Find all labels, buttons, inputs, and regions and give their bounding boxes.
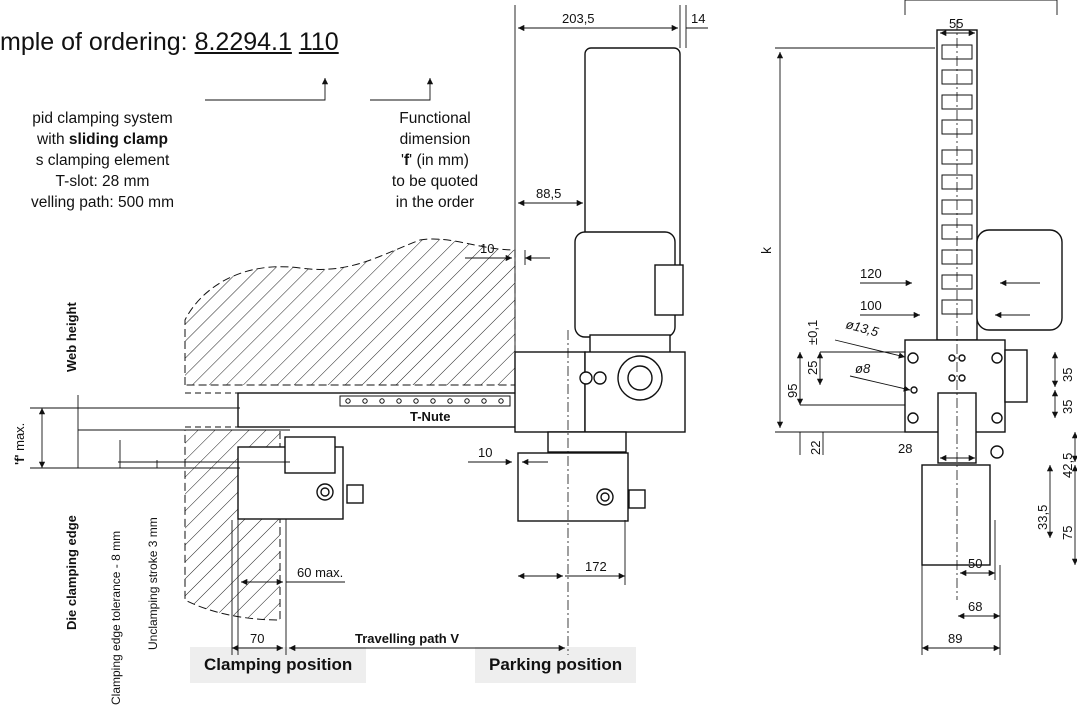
dim-89: 89 bbox=[948, 631, 962, 646]
left-desc-line1: pid clamping system bbox=[32, 110, 173, 127]
dim-68: 68 bbox=[968, 599, 982, 614]
dim-172: 172 bbox=[585, 559, 607, 574]
dim-33-5: 33,5 bbox=[1035, 505, 1050, 530]
dim-120: 120 bbox=[860, 266, 882, 281]
dim-88-5: 88,5 bbox=[536, 186, 561, 201]
dim-lines-right bbox=[775, 0, 1077, 655]
right-desc-line2: dimension bbox=[399, 131, 471, 148]
dim-70: 70 bbox=[250, 631, 264, 646]
right-desc-line3-bold: f bbox=[404, 152, 410, 169]
left-desc-line3: s clamping element bbox=[35, 152, 170, 169]
dim-35b: 35 bbox=[1060, 400, 1075, 414]
dim-8: ø8 bbox=[855, 361, 871, 376]
title-leaders bbox=[205, 78, 434, 101]
dim-95: 95 bbox=[785, 384, 800, 398]
title-code: 8.2294.1 bbox=[194, 28, 292, 56]
f-max-label: 'f' max. bbox=[12, 423, 27, 465]
dim-10-top: 10 bbox=[480, 241, 494, 256]
dim-75: 75 bbox=[1060, 526, 1075, 540]
title-suffix: 110 bbox=[298, 28, 339, 56]
travelling-path-label: Travelling path V bbox=[355, 631, 459, 646]
right-desc-line3-prefix: ' bbox=[401, 152, 404, 169]
dim-203-5: 203,5 bbox=[562, 11, 595, 26]
dim-22: 22 bbox=[808, 441, 823, 455]
right-desc-line5: in the order bbox=[395, 194, 475, 211]
f-max-bold: 'f' bbox=[12, 454, 27, 465]
motor-unit bbox=[514, 47, 686, 522]
left-description: pid clamping system with sliding clamp s… bbox=[0, 108, 205, 213]
right-desc-line1: Functional bbox=[399, 110, 471, 127]
dim-28: 28 bbox=[898, 441, 912, 456]
web-height-label: Web height bbox=[64, 302, 79, 372]
right-desc-line3: 'f' (in mm) bbox=[365, 150, 505, 171]
left-desc-line2: with sliding clamp bbox=[0, 129, 205, 150]
dim-13-5: ø13,5 bbox=[844, 316, 881, 339]
die-clamping-edge-label: Die clamping edge bbox=[64, 515, 79, 630]
dim-10-bottom: 10 bbox=[478, 445, 492, 460]
clamp-element-left bbox=[237, 436, 364, 520]
unclamping-stroke-label: Unclamping stroke 3 mm bbox=[146, 517, 160, 650]
parking-position-label: Parking position bbox=[475, 647, 637, 683]
f-max-suffix: max. bbox=[12, 423, 27, 455]
dim-100: 100 bbox=[860, 298, 882, 313]
dim-14: 14 bbox=[691, 11, 705, 26]
dim-50: 50 bbox=[968, 556, 982, 571]
right-description: Functional dimension 'f' (in mm) to be q… bbox=[365, 108, 505, 213]
dim-lines-left bbox=[30, 395, 565, 655]
right-desc-line4: to be quoted bbox=[391, 173, 479, 190]
left-desc-line5: velling path: 500 mm bbox=[30, 194, 175, 211]
die-hatched-area bbox=[184, 238, 516, 621]
title-prefix: mple of ordering: bbox=[0, 28, 188, 56]
clamping-position-label: Clamping position bbox=[190, 647, 367, 683]
dim-lines-middle bbox=[465, 5, 708, 655]
dim-25: 25 bbox=[805, 361, 820, 375]
t-nute-label: T-Nute bbox=[410, 409, 450, 424]
dim-35a: 35 bbox=[1060, 368, 1075, 382]
dim-60-max: 60 max. bbox=[297, 565, 343, 580]
dim-k: k bbox=[758, 246, 774, 254]
left-desc-line2-bold: sliding clamp bbox=[68, 131, 168, 148]
left-desc-line4: T-slot: 28 mm bbox=[55, 173, 150, 190]
left-desc-line2-prefix: with bbox=[37, 131, 69, 148]
side-view bbox=[904, 20, 1063, 600]
dim-42-5: 42,5 bbox=[1060, 453, 1075, 478]
dim-tolerance: ±0,1 bbox=[805, 320, 820, 345]
page-title: mple of ordering: 8.2294.1 110 bbox=[0, 28, 339, 57]
dim-55: 55 bbox=[949, 16, 963, 31]
t-slot-chain bbox=[185, 392, 524, 428]
right-desc-line3-suffix: ' (in mm) bbox=[409, 152, 469, 169]
clamping-tolerance-label: Clamping edge tolerance - 8 mm bbox=[109, 531, 123, 705]
